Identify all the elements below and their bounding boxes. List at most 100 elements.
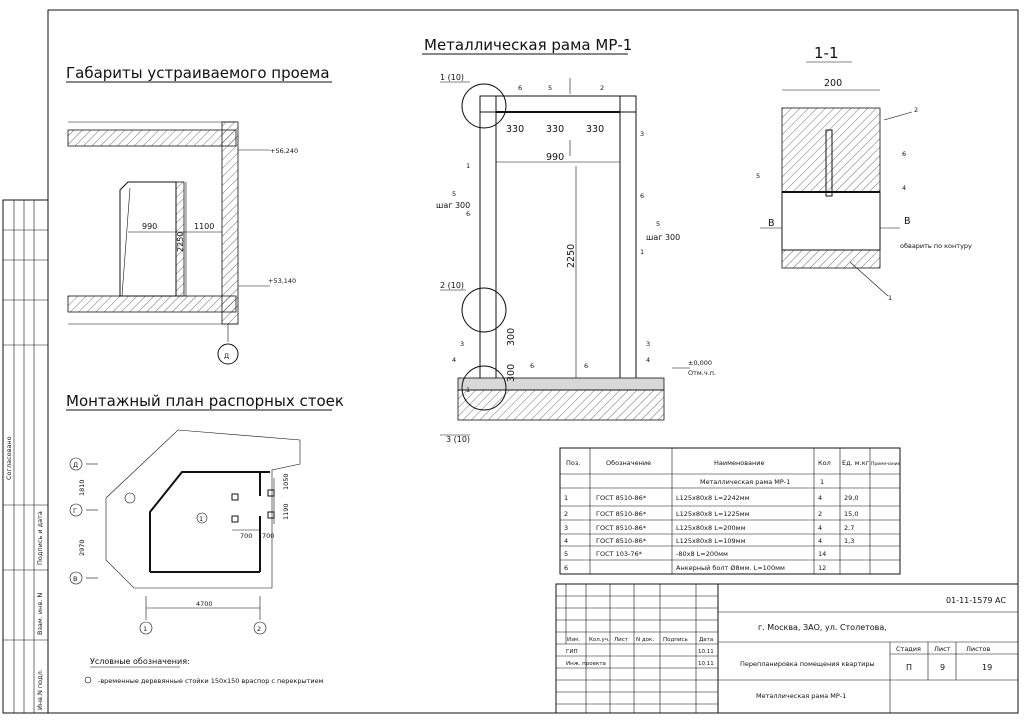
plan-dim: 700 bbox=[262, 532, 274, 540]
section-num: 6 bbox=[902, 150, 906, 158]
svg-text:ГОСТ 8510-86*: ГОСТ 8510-86* bbox=[596, 510, 647, 518]
svg-text:ГОСТ 8510-86*: ГОСТ 8510-86* bbox=[596, 494, 647, 502]
spec-row: 3 ГОСТ 8510-86* L125х80х8 L=200мм 4 2,7 bbox=[564, 524, 854, 532]
stamp-sheets: 19 bbox=[982, 663, 992, 672]
stamp-role-eng: Инж. проекта bbox=[566, 661, 606, 667]
svg-text:L125х80х8 L=1225мм: L125х80х8 L=1225мм bbox=[676, 510, 750, 518]
svg-text:ГОСТ 8510-86*: ГОСТ 8510-86* bbox=[596, 537, 647, 545]
svg-text:4: 4 bbox=[564, 537, 568, 545]
frame-num: 5 bbox=[548, 84, 552, 92]
section-letter-right: В bbox=[904, 216, 911, 227]
plan-axis: Г bbox=[73, 507, 77, 515]
stamp-sheet: 9 bbox=[940, 663, 945, 672]
stamp-col: Дата bbox=[699, 637, 713, 643]
frame-num: 2 bbox=[600, 84, 604, 92]
frame-num: 3 bbox=[646, 340, 650, 348]
opening-elev-bottom: +53,140 bbox=[268, 277, 296, 285]
frame-num: 6 bbox=[530, 362, 534, 370]
plan-drawing bbox=[69, 429, 301, 684]
side-inv-orig: Инв.N подл. bbox=[36, 669, 44, 710]
plan-dim: 2970 bbox=[78, 539, 86, 556]
svg-text:1,3: 1,3 bbox=[844, 537, 854, 545]
plan-axis: 1 bbox=[143, 625, 147, 633]
section-num: 2 bbox=[914, 106, 918, 114]
stamp-sheet-title: Металлическая рама МР-1 bbox=[756, 692, 846, 700]
svg-text:Металлическая рама МР-1: Металлическая рама МР-1 bbox=[700, 478, 790, 486]
stamp-stage: П bbox=[906, 663, 912, 672]
frame-num: 6 bbox=[466, 210, 470, 218]
frame-num: 4 bbox=[646, 356, 650, 364]
frame-seg2: 330 bbox=[546, 124, 564, 135]
svg-text:ГОСТ 103-76*: ГОСТ 103-76* bbox=[596, 550, 643, 558]
opening-drawing bbox=[67, 121, 270, 365]
spec-header: Примечание bbox=[871, 461, 901, 467]
frame-title: Металлическая рама МР-1 bbox=[424, 36, 632, 54]
frame-dim300a: 300 bbox=[506, 328, 517, 346]
svg-text:15,0: 15,0 bbox=[844, 510, 858, 518]
spec-header: Ед. м.кг bbox=[842, 459, 870, 467]
side-sign-date: Подпись и дата bbox=[36, 511, 44, 565]
plan-title: Монтажный план распорных стоек bbox=[66, 392, 344, 410]
opening-title: Габариты устраиваемого проема bbox=[66, 64, 330, 82]
section-letter-left: В bbox=[768, 218, 775, 229]
frame-leader-numbers: 6 5 2 3 1 5 6 6 5 1 3 4 6 6 4 3 1 bbox=[452, 84, 660, 394]
stamp-col: Лист bbox=[614, 637, 629, 643]
plan-axis: Д bbox=[73, 461, 78, 469]
frame-num: 3 bbox=[640, 130, 644, 138]
plan-dim: 1810 bbox=[78, 479, 86, 496]
plan-circle-label: 1 bbox=[199, 515, 203, 523]
legend-title: Условные обозначения: bbox=[90, 657, 190, 666]
section-num: 4 bbox=[902, 184, 906, 192]
frame-num: 4 bbox=[452, 356, 456, 364]
frame-zero: ±0,000 bbox=[688, 359, 712, 367]
svg-text:L125х80х8 L=200мм: L125х80х8 L=200мм bbox=[676, 524, 746, 532]
stamp-date-gip: 10.11 bbox=[698, 649, 714, 655]
svg-text:4: 4 bbox=[818, 494, 822, 502]
svg-text:ГОСТ 8510-86*: ГОСТ 8510-86* bbox=[596, 524, 647, 532]
spec-header: Кол bbox=[818, 459, 831, 467]
svg-text:Анкерный болт Ø8мм. L=100мм: Анкерный болт Ø8мм. L=100мм bbox=[676, 564, 785, 572]
stamp-code: 01-11-1579 АС bbox=[946, 596, 1007, 605]
spec-row: 6 Анкерный болт Ø8мм. L=100мм 12 bbox=[564, 564, 826, 572]
svg-text:12: 12 bbox=[818, 564, 826, 572]
spec-row: 5 ГОСТ 103-76* -80х8 L=200мм 14 bbox=[564, 550, 826, 558]
stamp-date-eng: 10.11 bbox=[698, 661, 714, 667]
stamp-sheet-hdr: Лист bbox=[934, 645, 951, 653]
spec-row: 1 ГОСТ 8510-86* L125х80х8 L=2242мм 4 29,… bbox=[564, 494, 858, 502]
svg-text:4: 4 bbox=[818, 537, 822, 545]
frame-num: 5 bbox=[452, 190, 456, 198]
plan-dim: 1190 bbox=[282, 503, 290, 520]
svg-text:5: 5 bbox=[564, 550, 568, 558]
stamp-col: Кол.уч. bbox=[589, 637, 610, 643]
spec-row: 2 ГОСТ 8510-86* L125х80х8 L=1225мм 2 15,… bbox=[564, 510, 858, 518]
svg-text:-80х8 L=200мм: -80х8 L=200мм bbox=[676, 550, 728, 558]
svg-text:2: 2 bbox=[564, 510, 568, 518]
svg-text:L125х80х8 L=2242мм: L125х80х8 L=2242мм bbox=[676, 494, 750, 502]
legend-text: -временные деревянные стойки 150х150 вра… bbox=[98, 677, 324, 685]
svg-text:1: 1 bbox=[820, 478, 824, 486]
opening-axis: Д bbox=[224, 352, 229, 360]
side-strip: Согласовано Подпись и дата Взам. инв. N … bbox=[2, 199, 49, 714]
plan-axis: 2 bbox=[257, 625, 261, 633]
frame-call2: 2 (10) bbox=[440, 281, 464, 290]
spec-row: 4 ГОСТ 8510-86* L125х80х8 L=109мм 4 1,3 bbox=[564, 537, 854, 545]
frame-width: 990 bbox=[546, 152, 564, 163]
stamp-col: Изм. bbox=[567, 637, 580, 643]
frame-num: 1 bbox=[466, 386, 470, 394]
svg-text:6: 6 bbox=[564, 564, 568, 572]
stamp-col: N док. bbox=[636, 637, 654, 643]
section-num: 1 bbox=[888, 294, 892, 302]
opening-width: 990 bbox=[142, 222, 157, 231]
frame-num: 6 bbox=[640, 192, 644, 200]
plan-dim: 1050 bbox=[282, 473, 290, 490]
spec-row: Металлическая рама МР-1 1 bbox=[700, 478, 824, 486]
frame-num: 1 bbox=[640, 248, 644, 256]
svg-text:14: 14 bbox=[818, 550, 826, 558]
opening-width-outer: 1100 bbox=[194, 222, 214, 231]
side-inv-in: Взам. инв. N bbox=[36, 593, 44, 635]
frame-step-right: шаг 300 bbox=[646, 233, 680, 242]
svg-text:29,0: 29,0 bbox=[844, 494, 858, 502]
svg-text:2,7: 2,7 bbox=[844, 524, 854, 532]
plan-axis: В bbox=[73, 575, 77, 583]
